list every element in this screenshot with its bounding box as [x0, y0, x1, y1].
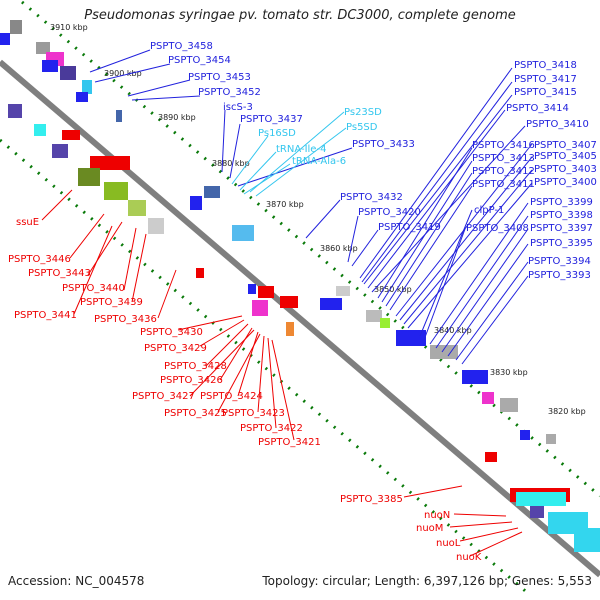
tick-label[interactable]: 3820 kbp [548, 407, 586, 416]
gene-label[interactable]: PSPTO_3432 [340, 192, 403, 203]
forward-features [0, 20, 556, 444]
gene-label[interactable]: PSPTO_3420 [358, 207, 421, 218]
rna-label[interactable]: Ps23SD [344, 107, 382, 118]
gene-label[interactable]: PSPTO_3441 [14, 310, 77, 321]
gene-label[interactable]: PSPTO_3421 [258, 437, 321, 448]
tick-label[interactable]: 3830 kbp [490, 368, 528, 377]
gene-label[interactable]: nuoN [424, 510, 450, 521]
gene-label[interactable]: PSPTO_3440 [62, 283, 125, 294]
gene-label[interactable]: PSPTO_3414 [506, 103, 569, 114]
tick-label[interactable]: 3870 kbp [266, 200, 304, 209]
gene-label[interactable]: PSPTO_3437 [240, 114, 303, 125]
gene-label[interactable]: PSPTO_3393 [528, 270, 591, 281]
gene-label[interactable]: PSPTO_3417 [514, 74, 577, 85]
gene-label[interactable]: PSPTO_3385 [340, 494, 403, 505]
gene-label[interactable]: PSPTO_3454 [168, 55, 231, 66]
gene-label[interactable]: PSPTO_3415 [514, 87, 577, 98]
gene-label[interactable]: PSPTO_3403 [534, 164, 597, 175]
gene-label[interactable]: PSPTO_3416 [472, 140, 535, 151]
gene-label[interactable]: ssuE [16, 217, 39, 228]
rna-label[interactable]: tRNA-Ile-4 [276, 144, 326, 155]
tick-label[interactable]: 3880 kbp [212, 159, 250, 168]
gene-label[interactable]: PSPTO_3394 [528, 256, 591, 267]
tick-label[interactable]: 3840 kbp [434, 326, 472, 335]
gene-label[interactable]: PSPTO_3427 [132, 391, 195, 402]
gene-label[interactable]: PSPTO_3405 [534, 151, 597, 162]
gene-label[interactable]: PSPTO_3413 [472, 153, 535, 164]
gene-label[interactable]: PSPTO_3443 [28, 268, 91, 279]
gene-label[interactable]: PSPTO_3458 [150, 41, 213, 52]
gene-label[interactable]: PSPTO_3426 [160, 375, 223, 386]
leader-lines-cyan [231, 111, 347, 197]
gene-label[interactable]: PSPTO_3410 [526, 119, 589, 130]
gene-label[interactable]: PSPTO_3397 [530, 223, 593, 234]
gene-label[interactable]: PSPTO_3418 [514, 60, 577, 71]
leader-lines-blue [89, 49, 533, 365]
gene-label[interactable]: PSPTO_3424 [200, 391, 263, 402]
gene-label[interactable]: PSPTO_3407 [534, 140, 597, 151]
gene-label[interactable]: PSPTO_3400 [534, 177, 597, 188]
tick-label[interactable]: 3890 kbp [158, 113, 196, 122]
genome-summary: Topology: circular; Length: 6,397,126 bp… [262, 574, 592, 588]
rna-label[interactable]: Ps5SD [346, 122, 378, 133]
tick-label[interactable]: 3860 kbp [320, 244, 358, 253]
genome-backbone [0, 59, 600, 578]
gene-label[interactable]: PSPTO_3412 [472, 166, 535, 177]
gene-label[interactable]: clpP-1 [474, 205, 504, 216]
tick-label[interactable]: 3910 kbp [50, 23, 88, 32]
gene-label[interactable]: PSPTO_3446 [8, 254, 71, 265]
gene-label[interactable]: PSPTO_3408 [466, 223, 529, 234]
gene-label[interactable]: iscS-3 [223, 102, 253, 113]
gene-label[interactable]: PSPTO_3430 [140, 327, 203, 338]
gene-label[interactable]: PSPTO_3439 [80, 297, 143, 308]
gene-label[interactable]: nuoK [456, 552, 482, 563]
genome-title: Pseudomonas syringae pv. tomato str. DC3… [84, 8, 516, 23]
gene-label[interactable]: PSPTO_3429 [144, 343, 207, 354]
gene-label[interactable]: PSPTO_3428 [164, 361, 227, 372]
gene-label[interactable]: PSPTO_3453 [188, 72, 251, 83]
leader-lines-red [41, 189, 523, 557]
gene-label[interactable]: PSPTO_3395 [530, 238, 593, 249]
gene-label[interactable]: PSPTO_3425 [164, 408, 227, 419]
gene-label[interactable]: PSPTO_3411 [472, 179, 535, 190]
gene-label[interactable]: PSPTO_3399 [530, 197, 593, 208]
accession-label: Accession: NC_004578 [8, 574, 145, 588]
tick-row-upper [21, 0, 600, 498]
rna-label[interactable]: tRNA-Ala-6 [292, 156, 346, 167]
gene-label[interactable]: PSPTO_3452 [198, 87, 261, 98]
gene-label[interactable]: PSPTO_3433 [352, 139, 415, 150]
gene-label[interactable]: PSPTO_3419 [378, 222, 441, 233]
reverse-features [8, 104, 600, 552]
rna-label[interactable]: Ps16SD [258, 128, 296, 139]
gene-label[interactable]: PSPTO_3423 [222, 408, 285, 419]
tick-label[interactable]: 3900 kbp [104, 69, 142, 78]
gene-label[interactable]: nuoM [416, 523, 443, 534]
gene-label[interactable]: PSPTO_3398 [530, 210, 593, 221]
tick-label[interactable]: 3850 kbp [374, 285, 412, 294]
gene-label[interactable]: PSPTO_3436 [94, 314, 157, 325]
gene-label[interactable]: PSPTO_3422 [240, 423, 303, 434]
gene-label[interactable]: nuoL [436, 538, 461, 549]
